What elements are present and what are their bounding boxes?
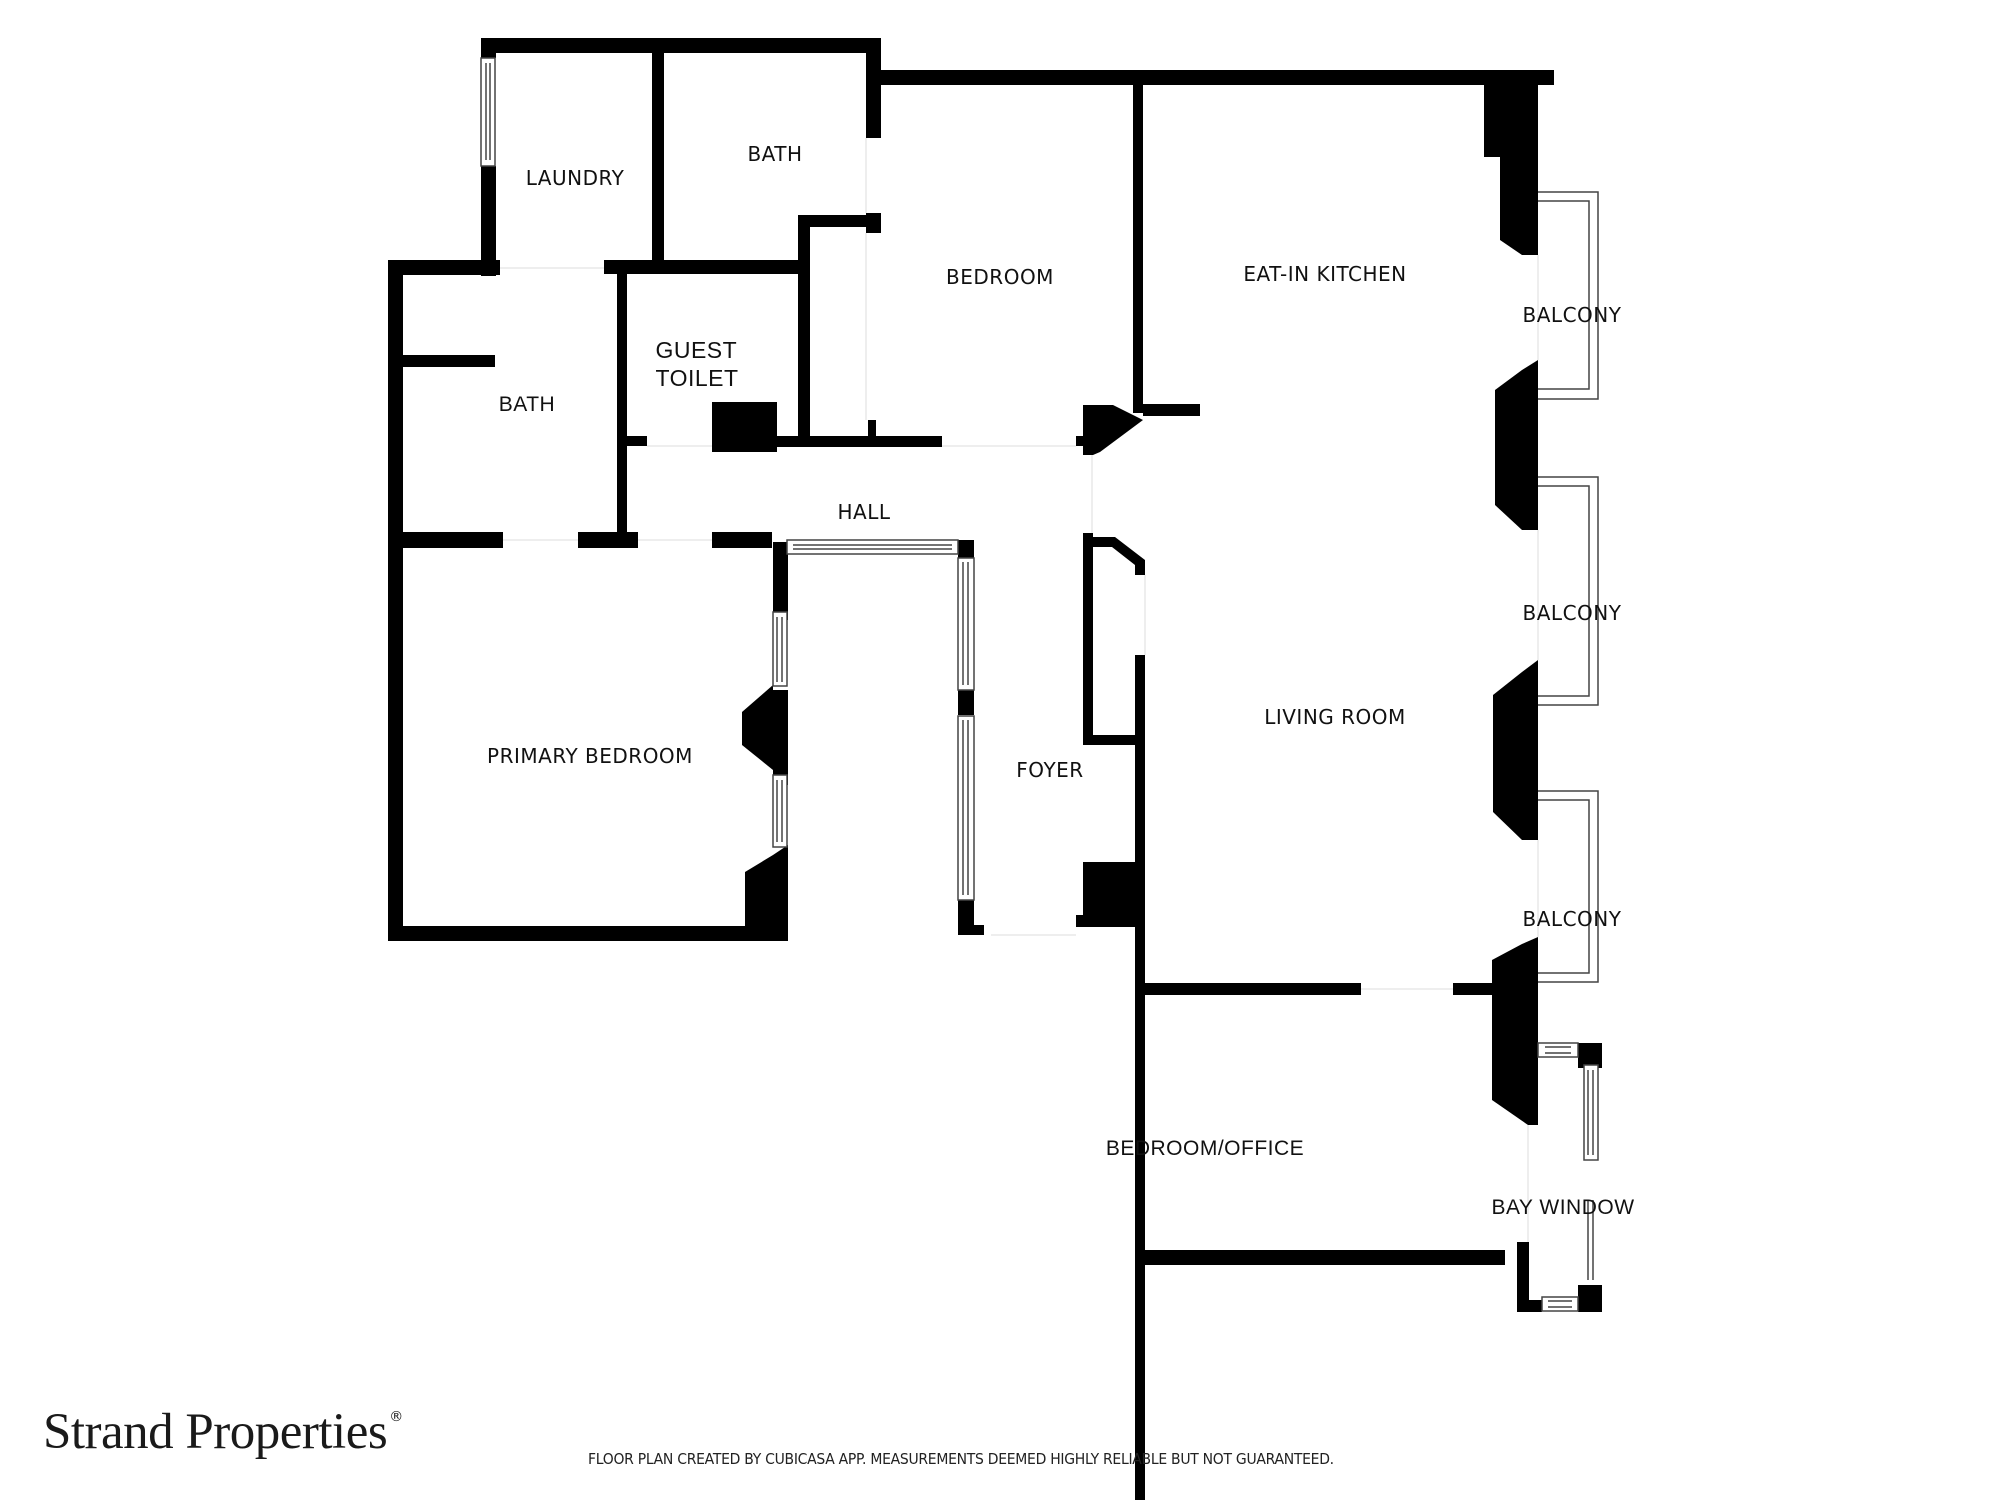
room-label-balcony-1: BALCONY [1522, 303, 1622, 327]
room-label-eat-in-kitchen: EAT-IN KITCHEN [1243, 262, 1407, 286]
guest-toilet-line1: GUEST [655, 337, 738, 363]
registered-mark: ® [389, 1409, 403, 1425]
room-label-foyer: FOYER [1016, 758, 1084, 782]
walls [388, 38, 1602, 1500]
room-label-balcony-2: BALCONY [1522, 601, 1622, 625]
room-label-bedroom: BEDROOM [946, 265, 1054, 289]
room-label-bath-top: BATH [747, 142, 803, 166]
brand-name: Strand Properties [43, 1404, 388, 1460]
room-label-living-room: LIVING ROOM [1264, 705, 1406, 729]
room-label-guest-toilet: GUEST TOILET [655, 336, 738, 392]
room-label-bath-left: BATH [498, 393, 556, 416]
room-label-balcony-3: BALCONY [1522, 907, 1622, 931]
brand-logo: Strand Properties® [43, 1403, 403, 1461]
guest-toilet-line2: TOILET [655, 365, 739, 391]
room-label-bay-window: BAY WINDOW [1491, 1196, 1635, 1219]
room-label-bedroom-office: BEDROOM/OFFICE [1105, 1137, 1305, 1160]
disclaimer-text: FLOOR PLAN CREATED BY CUBICASA APP. MEAS… [588, 1450, 1334, 1468]
room-label-hall: HALL [837, 500, 891, 524]
room-label-primary-bedroom: PRIMARY BEDROOM [487, 744, 693, 768]
windows [480, 57, 1599, 1312]
door-openings [500, 138, 1539, 1242]
room-label-laundry: LAUNDRY [525, 166, 625, 190]
